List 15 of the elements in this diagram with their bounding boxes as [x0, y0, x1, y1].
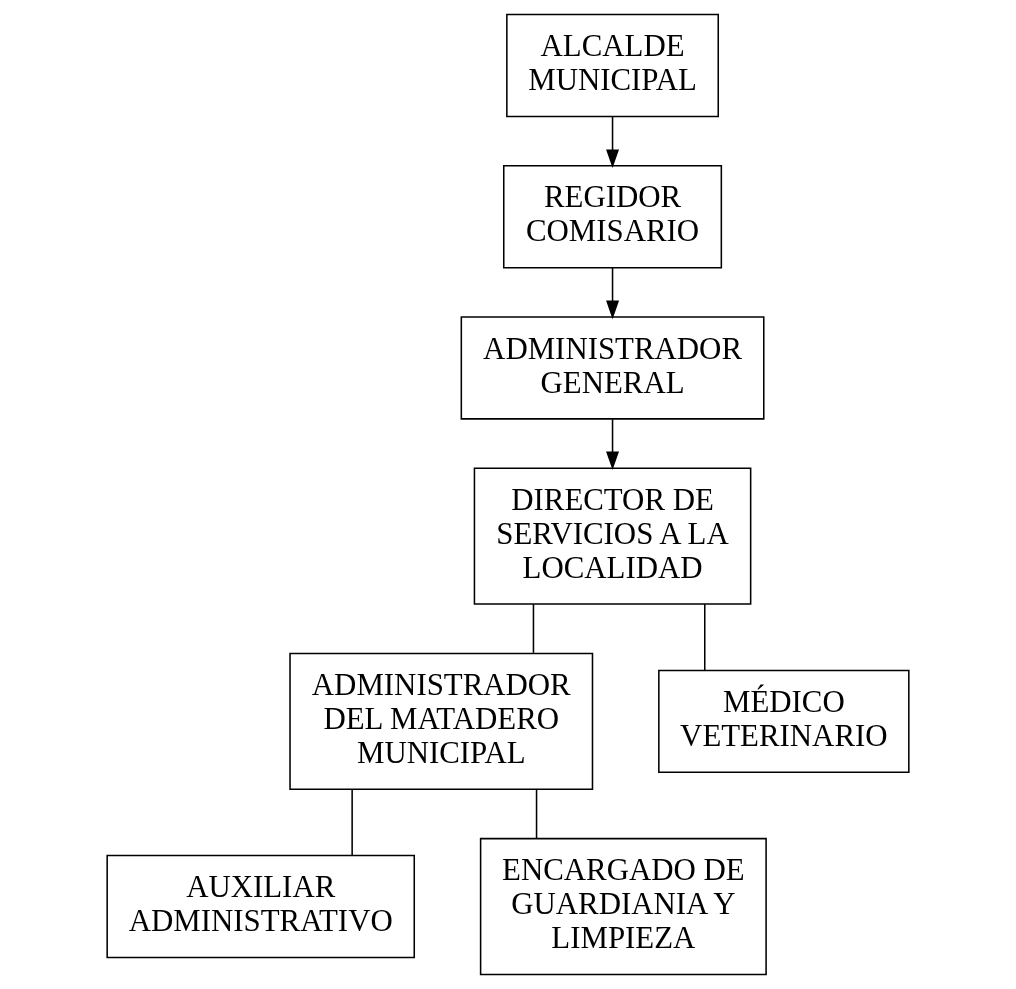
node-box: AUXILIAR ADMINISTRATIVO	[106, 854, 415, 959]
node-box: ALCALDE MUNICIPAL	[506, 13, 719, 118]
connector	[532, 603, 535, 654]
node-box: ADMINISTRADOR GENERAL	[460, 316, 765, 420]
node-box: DIRECTOR DE SERVICIOS A LA LOCALIDAD	[473, 467, 752, 605]
node-box: MÉDICO VETERINARIO	[658, 669, 910, 774]
connector	[704, 603, 706, 672]
arrow	[606, 418, 620, 471]
connector	[351, 788, 353, 857]
node-box: REGIDOR COMISARIO	[503, 165, 723, 269]
node-box: ADMINISTRADOR DEL MATADERO MUNICIPAL	[289, 652, 594, 790]
node-box: ENCARGADO DE GUARDIANIA Y LIMPIEZA	[479, 837, 767, 976]
connector	[535, 788, 538, 839]
arrow	[606, 267, 620, 320]
arrow	[606, 115, 620, 168]
